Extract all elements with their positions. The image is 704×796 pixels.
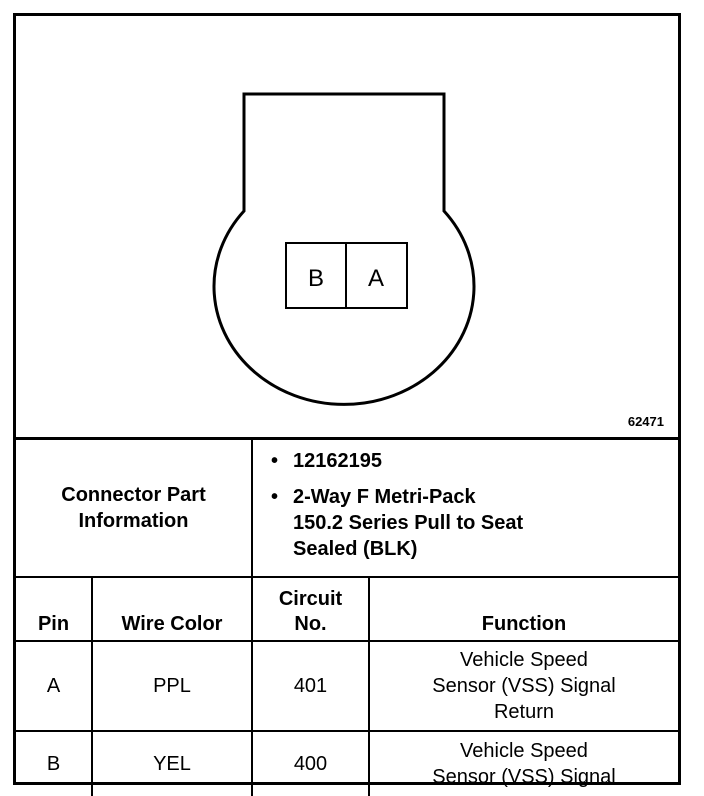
list-item: 12162195 bbox=[271, 448, 678, 474]
function-cell: Vehicle Speed Sensor (VSS) Signal bbox=[368, 730, 678, 796]
connector-diagram-frame: B A 62471 Connector Part Information 121… bbox=[13, 13, 681, 796]
connector-part-details: 12162195 2-Way F Metri-Pack 150.2 Series… bbox=[251, 437, 678, 578]
pin-label-right: A bbox=[368, 265, 384, 292]
table-header-row: Pin Wire Color Circuit No. Function bbox=[16, 576, 678, 642]
wire-color-cell: YEL bbox=[91, 730, 253, 796]
connector-illustration: B A bbox=[212, 92, 476, 406]
header-function: Function bbox=[368, 576, 678, 642]
connector-part-list: 12162195 2-Way F Metri-Pack 150.2 Series… bbox=[253, 440, 678, 576]
table-row: A PPL 401 Vehicle Speed Sensor (VSS) Sig… bbox=[16, 640, 678, 732]
connector-part-row: Connector Part Information 12162195 2-Wa… bbox=[16, 437, 678, 578]
circuit-cell: 400 bbox=[251, 730, 370, 796]
list-item: 2-Way F Metri-Pack 150.2 Series Pull to … bbox=[271, 484, 678, 562]
header-wire-color: Wire Color bbox=[91, 576, 253, 642]
circuit-cell: 401 bbox=[251, 640, 370, 732]
pin-cell: B bbox=[16, 730, 93, 796]
connector-part-label: Connector Part Information bbox=[16, 437, 253, 578]
pin-label-left: B bbox=[308, 265, 324, 292]
table-row: B YEL 400 Vehicle Speed Sensor (VSS) Sig… bbox=[16, 730, 678, 796]
function-cell: Vehicle Speed Sensor (VSS) Signal Return bbox=[368, 640, 678, 732]
header-pin: Pin bbox=[16, 576, 93, 642]
connector-info-table: Connector Part Information 12162195 2-Wa… bbox=[16, 437, 678, 796]
wire-color-cell: PPL bbox=[91, 640, 253, 732]
pin-cell: A bbox=[16, 640, 93, 732]
header-circuit-no: Circuit No. bbox=[251, 576, 370, 642]
connector-figure: B A 62471 bbox=[16, 16, 678, 438]
connector-body-outline bbox=[212, 92, 476, 406]
figure-id: 62471 bbox=[627, 414, 664, 429]
